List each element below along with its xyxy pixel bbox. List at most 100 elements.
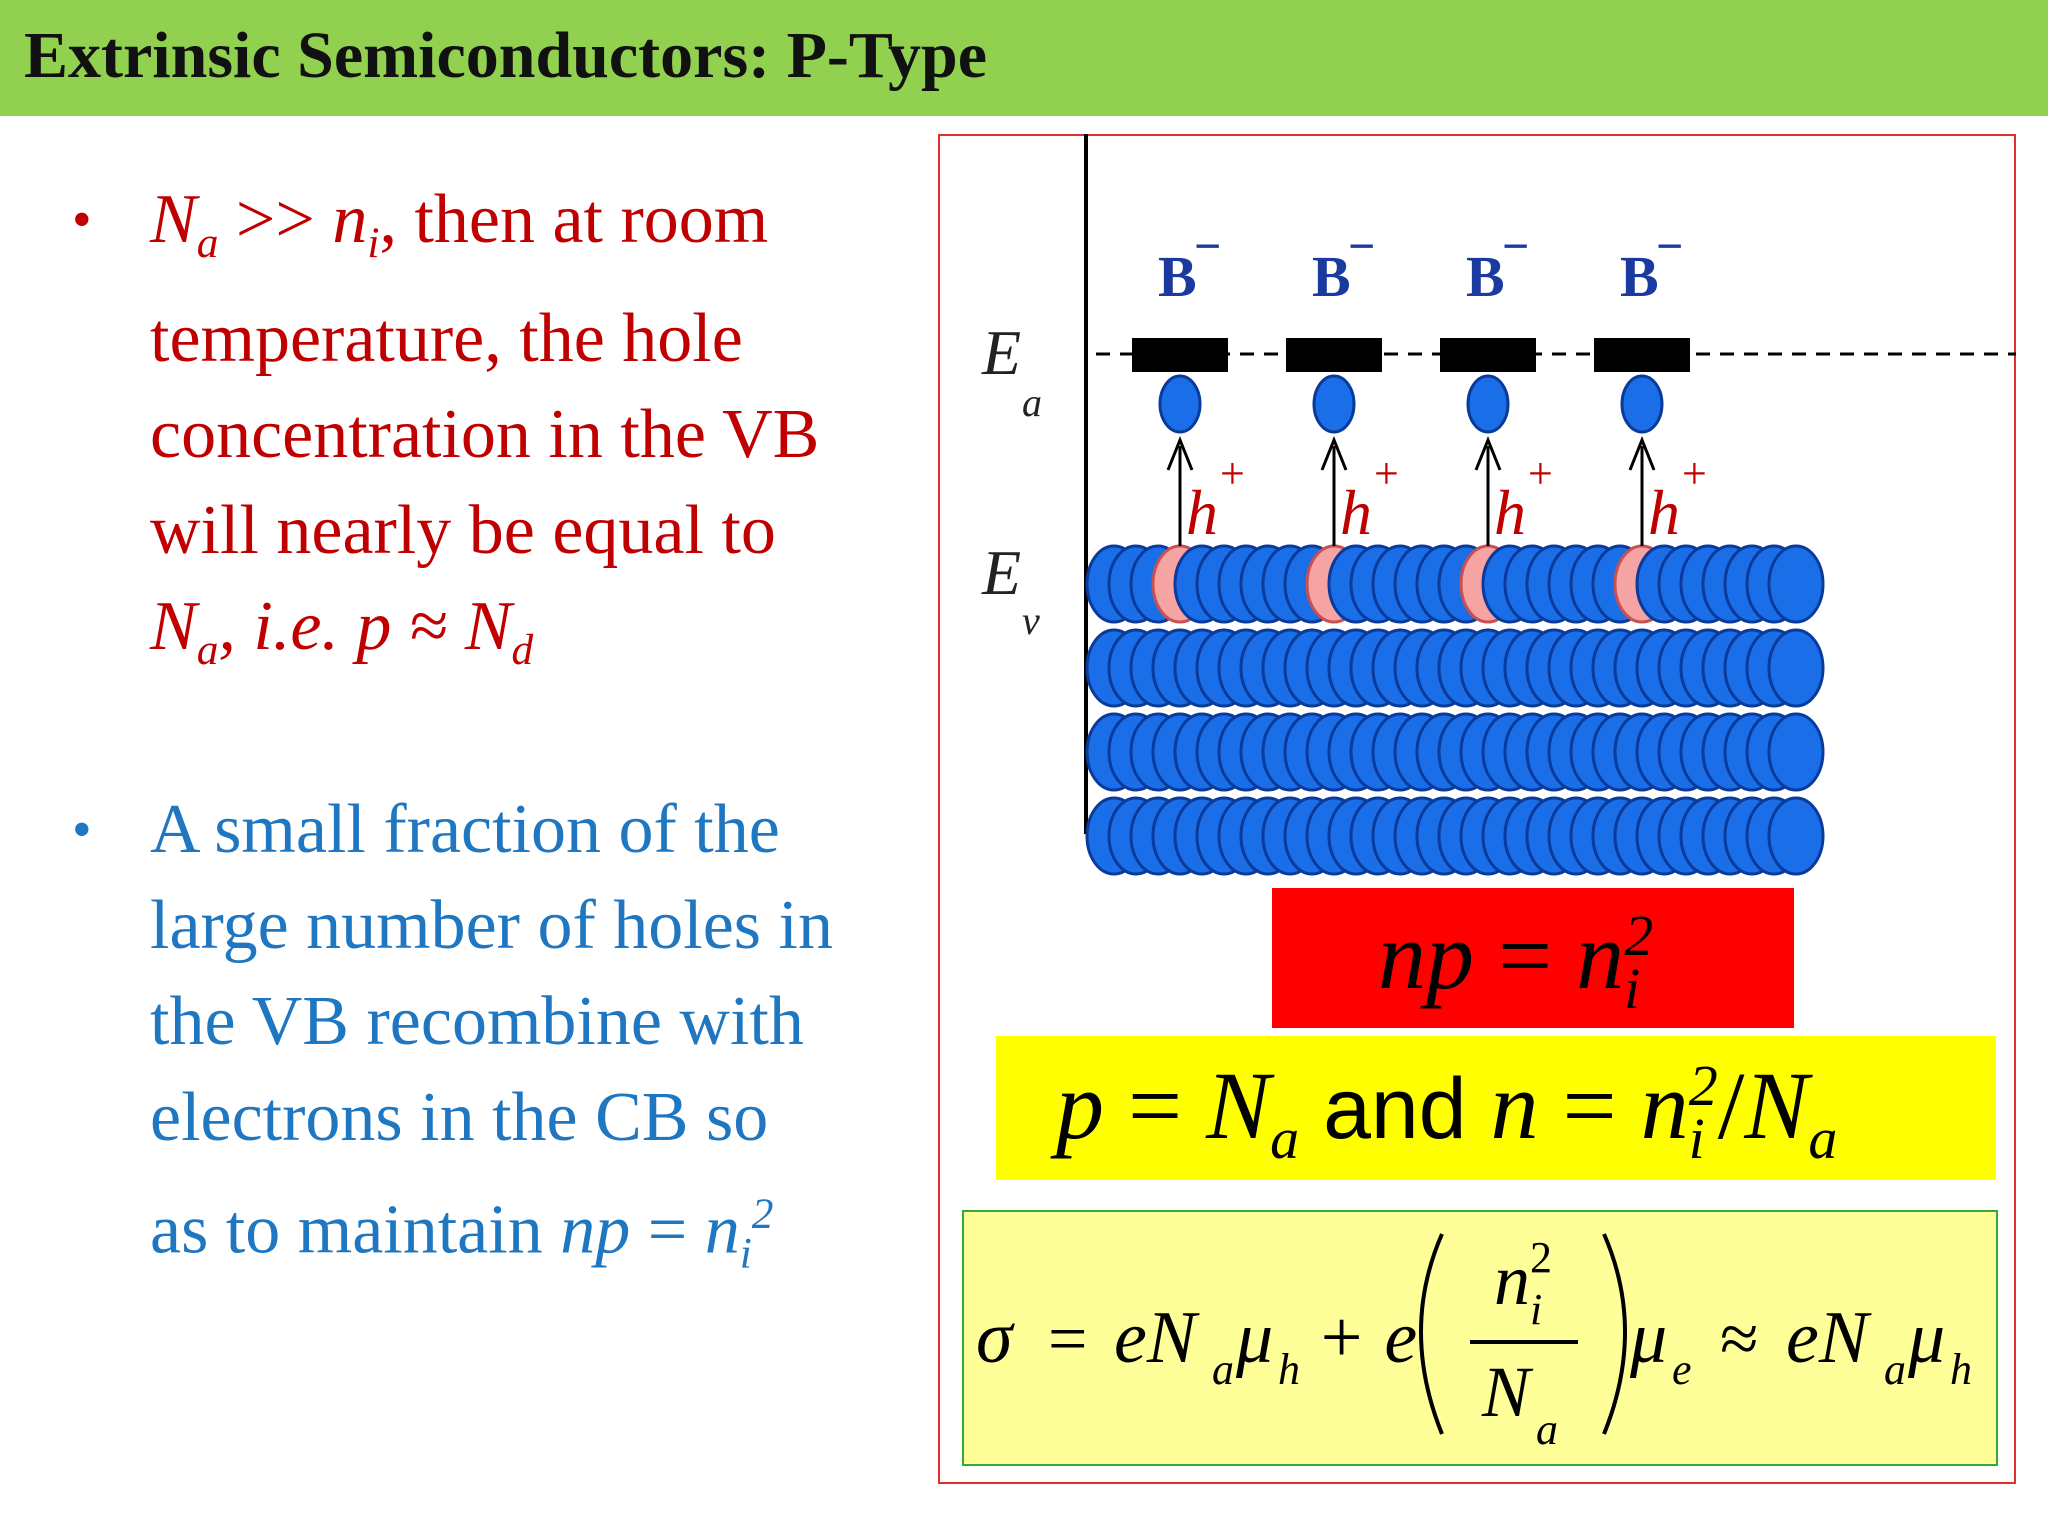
hole-label: h: [1648, 477, 1680, 548]
acceptor-1: B− h+: [1132, 220, 1245, 548]
eq1-sup: 2: [1624, 903, 1654, 968]
acceptor-2: B− h+: [1286, 220, 1399, 548]
eq3-eNa2: eN: [1786, 1297, 1872, 1379]
eq3-mu-e: μ: [1629, 1297, 1667, 1379]
hole-label: h: [1186, 477, 1218, 548]
captured-electron: [1312, 374, 1356, 434]
eq2-N: N: [1206, 1052, 1271, 1159]
hole-label: h: [1494, 477, 1526, 548]
acceptor-label: B: [1312, 244, 1351, 309]
equation-conductivity: σ = eN a μ h + e n i 2 N a μ e ≈ eN a μ …: [962, 1210, 1998, 1466]
acceptor-label: B: [1158, 244, 1197, 309]
eq1-n: n: [1576, 902, 1625, 1009]
acceptor-4: B− h+: [1594, 220, 1707, 548]
acceptor-charge: −: [1656, 220, 1683, 273]
eq2-p: p: [1056, 1052, 1104, 1159]
eq3-mu-h: μ: [1235, 1297, 1273, 1379]
eq2-equals1: =: [1104, 1052, 1207, 1159]
bullet2-line5: as to maintain np = ni2: [150, 1190, 774, 1278]
bullet-hole-concentration: • Na >> ni, then at room temperature, th…: [72, 172, 930, 698]
ev-label: E: [981, 537, 1021, 608]
equation-mass-action: np = ni2: [1272, 888, 1794, 1028]
eq3-h1: h: [1278, 1345, 1300, 1394]
eq3-frac-num: n: [1494, 1240, 1530, 1320]
eq3-frac-den: N: [1481, 1352, 1534, 1432]
bullet2-line2: large number of holes in: [150, 887, 833, 964]
bullet-recombination: • A small fraction of the large number o…: [72, 782, 930, 1301]
eq3-mu-h2: μ: [1907, 1297, 1945, 1379]
eq1-equals: =: [1474, 902, 1577, 1009]
valence-band-lattice: [1085, 544, 1825, 876]
ea-label: E: [981, 317, 1021, 388]
hole-charge: +: [1220, 449, 1245, 498]
eq2-ni: n: [1640, 1052, 1689, 1159]
arrow-head: [1628, 435, 1656, 471]
arrow-head: [1320, 435, 1348, 471]
title-bar: Extrinsic Semiconductors: P-Type: [0, 0, 2048, 116]
eq2-and: and: [1299, 1061, 1491, 1157]
arrow-head: [1474, 435, 1502, 471]
bullet1-line1: Na >> ni, then at room: [150, 181, 769, 267]
bullet2-line1: A small fraction of the: [150, 791, 780, 868]
eq3-approx: ≈: [1720, 1301, 1758, 1378]
ev-subscript: v: [1022, 598, 1040, 643]
eq3-right-paren: [1602, 1233, 1627, 1435]
valence-electron: [1767, 796, 1825, 876]
valence-electron: [1767, 628, 1825, 708]
bullet1-line4: will nearly be equal to: [150, 492, 776, 569]
eq3-left-paren: [1419, 1233, 1444, 1435]
acceptor-level-bar: [1286, 338, 1382, 372]
acceptor-level-bar: [1440, 338, 1536, 372]
hole-charge: +: [1374, 449, 1399, 498]
eq3-plus-e: + e: [1316, 1297, 1417, 1379]
acceptor-charge: −: [1348, 220, 1375, 273]
eq3-h2: h: [1950, 1345, 1972, 1394]
acceptor-charge: −: [1194, 220, 1221, 273]
arrow-head: [1166, 435, 1194, 471]
eq3-a2: a: [1884, 1345, 1906, 1394]
bullet-dot: •: [72, 799, 92, 861]
equation-carrier-concentrations: p = Na and n = ni2/Na: [996, 1036, 1996, 1180]
diagram-frame: [938, 134, 2016, 1484]
eq3-eNa: eN: [1114, 1297, 1200, 1379]
acceptor-charge: −: [1502, 220, 1529, 273]
captured-electron: [1466, 374, 1510, 434]
bullet1-line2: temperature, the hole: [150, 300, 743, 377]
valence-electron: [1767, 712, 1825, 792]
eq3-frac-den-sub: a: [1536, 1405, 1558, 1454]
eq2-nisub: i: [1688, 1106, 1705, 1172]
band-diagram: E a E v B−h+B−h+B−h+B−h+: [981, 134, 2016, 876]
conductivity-formula: σ = eN a μ h + e n i 2 N a μ e ≈ eN a μ …: [976, 1233, 1972, 1454]
valence-electron: [1767, 544, 1825, 624]
acceptor-group: B−h+B−h+B−h+B−h+: [1132, 220, 1707, 548]
bullet-dot: •: [72, 189, 92, 251]
bullet1-line5: Na, i.e. p ≈ Nd: [150, 588, 534, 674]
ea-subscript: a: [1022, 380, 1042, 425]
captured-electron: [1158, 374, 1202, 434]
acceptor-label: B: [1620, 244, 1659, 309]
eq3-equals: =: [1048, 1301, 1087, 1378]
eq2-N2sub: a: [1808, 1106, 1838, 1172]
bullet2-line4: electrons in the CB so: [150, 1079, 769, 1156]
captured-electron: [1620, 374, 1664, 434]
eq2-Nsub: a: [1270, 1106, 1300, 1172]
eq2-equals2: =: [1538, 1052, 1641, 1159]
hole-label: h: [1340, 477, 1372, 548]
hole-charge: +: [1528, 449, 1553, 498]
acceptor-3: B− h+: [1440, 220, 1553, 548]
bullet2-line3: the VB recombine with: [150, 983, 804, 1060]
eq1-lhs: np: [1378, 902, 1474, 1009]
eq3-frac-num-sub: i: [1530, 1285, 1542, 1334]
eq2-nisup: 2: [1688, 1053, 1718, 1118]
eq2-slash: /: [1717, 1052, 1745, 1159]
acceptor-label: B: [1466, 244, 1505, 309]
slide-title: Extrinsic Semiconductors: P-Type: [24, 19, 988, 92]
eq3-a1: a: [1212, 1345, 1234, 1394]
eq3-frac-num-sup: 2: [1530, 1233, 1552, 1282]
eq2-n: n: [1490, 1052, 1539, 1159]
hole-charge: +: [1682, 449, 1707, 498]
eq3-e-sub: e: [1672, 1345, 1692, 1394]
bullet1-line3: concentration in the VB: [150, 396, 820, 473]
eq2-N2: N: [1744, 1052, 1809, 1159]
eq1-sub: i: [1624, 956, 1641, 1022]
